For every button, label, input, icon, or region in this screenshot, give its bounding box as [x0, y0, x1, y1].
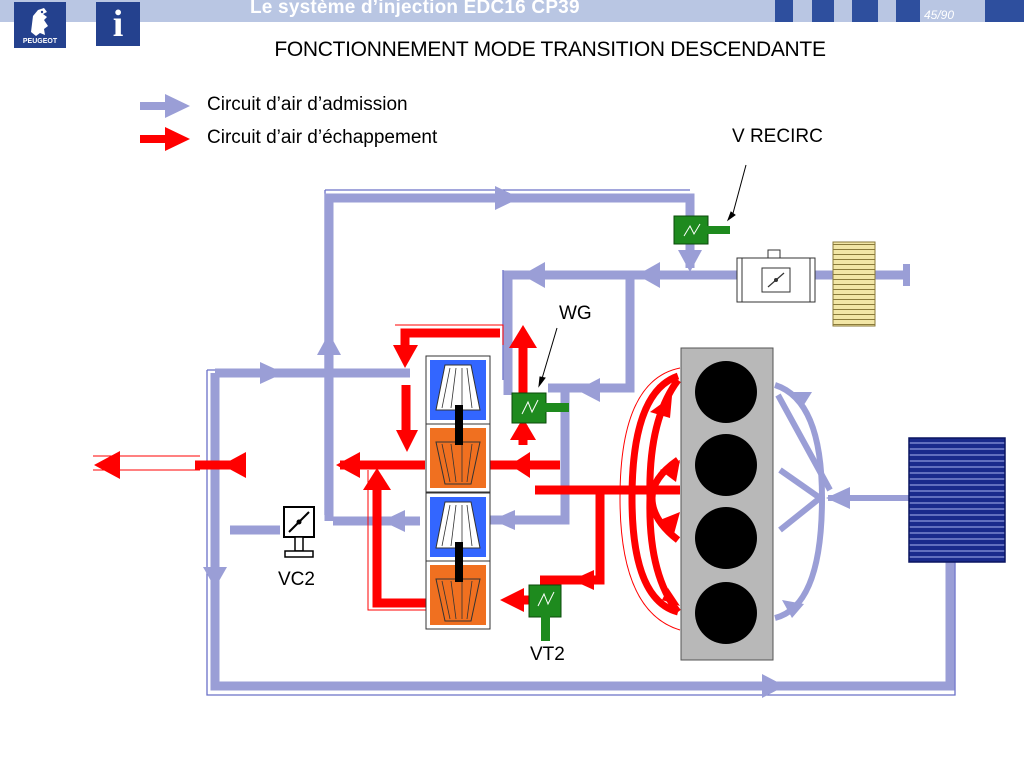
label-pointers	[538, 164, 747, 388]
header-bar	[0, 0, 1024, 22]
cylinder-2	[695, 434, 757, 496]
air-filter	[832, 241, 876, 327]
turbocharger-upper	[425, 355, 491, 493]
wg-valve	[511, 392, 569, 424]
engine-block	[680, 347, 774, 661]
exhaust-arrowheads	[94, 325, 680, 612]
exhaust-manifold	[628, 372, 681, 616]
header-stripe	[852, 0, 878, 22]
vt2-label: VT2	[530, 644, 565, 665]
vc2-valve	[283, 506, 315, 558]
lion-icon	[31, 8, 48, 36]
header-stripe	[985, 0, 1024, 22]
cylinder-3	[695, 507, 757, 569]
header-stripe	[775, 0, 793, 22]
legend-exhaust-label: Circuit d’air d’échappement	[207, 127, 438, 148]
peugeot-logo[interactable]: PEUGEOT	[14, 2, 66, 48]
wg-label: WG	[559, 303, 592, 324]
air-flow-meter	[736, 249, 816, 303]
header-stripe	[812, 0, 834, 22]
legend-intake-arrow	[140, 94, 190, 118]
vt2-valve	[528, 584, 562, 641]
page-title: FONCTIONNEMENT MODE TRANSITION DESCENDAN…	[274, 38, 826, 61]
header-title: Le système d’injection EDC16 CP39	[250, 0, 580, 18]
page-number: 45/90	[924, 8, 955, 22]
cylinder-1	[695, 361, 757, 423]
v-recirc-valve	[673, 215, 730, 245]
turbocharger-lower	[425, 492, 491, 630]
cylinder-4	[695, 582, 757, 644]
logo-text: PEUGEOT	[22, 38, 58, 45]
intercooler	[908, 437, 1006, 563]
header-stripe	[896, 0, 920, 22]
intake-arrowheads	[203, 186, 910, 698]
info-icon[interactable]: i	[96, 2, 140, 46]
legend-exhaust-arrow	[140, 127, 190, 151]
legend-intake-label: Circuit d’air d’admission	[207, 94, 408, 115]
vc2-label: VC2	[278, 569, 315, 590]
v-recirc-label: V RECIRC	[732, 126, 823, 147]
